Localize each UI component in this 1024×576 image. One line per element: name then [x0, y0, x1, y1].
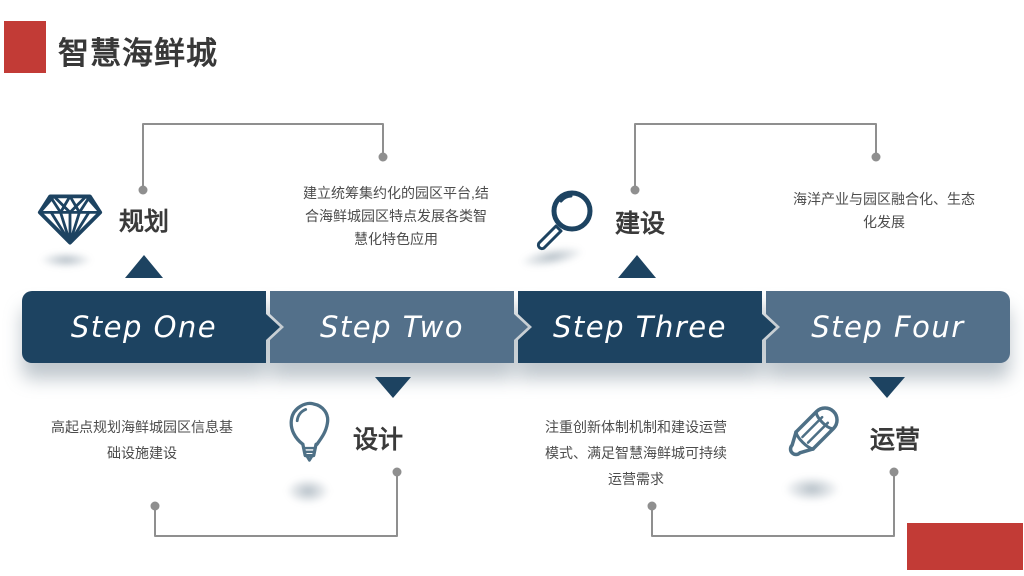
phase-construction-description: 海洋产业与园区融合化、生态 化发展 [793, 191, 975, 230]
phase-design-description: 高起点规划海鲜城园区信息基 础设施建设 [51, 419, 233, 461]
phase-design-label: 设计 [352, 426, 403, 454]
banner-step-four-shape [766, 291, 1010, 363]
phase-planning-label: 规划 [118, 208, 169, 236]
phase-planning-description: 建立统筹集约化的园区平台,结 合海鲜城园区特点发展各类智 慧化特色应用 [303, 185, 489, 247]
phase-construction-label: 建设 [614, 210, 665, 238]
connector-planning [142, 123, 384, 190]
connector-design [154, 472, 398, 537]
step-four-pointer [869, 377, 905, 398]
step-one-pointer [125, 255, 163, 278]
connector-construction [634, 123, 877, 190]
banner-step-three-label: Step Three [553, 310, 727, 344]
banner-step-four-label: Step Four [811, 310, 965, 344]
process-banner: Step One Step Two Step Three Step Four [22, 291, 1010, 363]
step-three-pointer [618, 255, 656, 278]
pencil-shadow [784, 476, 840, 502]
lightbulb-icon [289, 401, 330, 462]
magnifier-icon [536, 190, 593, 251]
phase-operation-label: 运营 [869, 426, 920, 454]
banner-step-one-label: Step One [71, 310, 217, 344]
accent-square [4, 21, 46, 73]
banner-step-one-shape [22, 291, 280, 363]
lightbulb-shadow [286, 478, 330, 504]
banner-step-three-shape [518, 291, 776, 363]
phase-operation-description: 注重创新体制机制和建设运营 模式、满足智慧海鲜城可持续 运营需求 [545, 419, 727, 487]
banner-step-two-label: Step Two [320, 310, 464, 344]
pencil-icon [788, 406, 839, 457]
banner-step-two-shape [270, 291, 528, 363]
diamond-icon [37, 194, 103, 245]
step-two-pointer [375, 377, 411, 398]
page-title: 智慧海鲜城 [58, 36, 218, 71]
accent-rectangle-bottom [907, 523, 1023, 570]
diamond-shadow [40, 252, 92, 268]
